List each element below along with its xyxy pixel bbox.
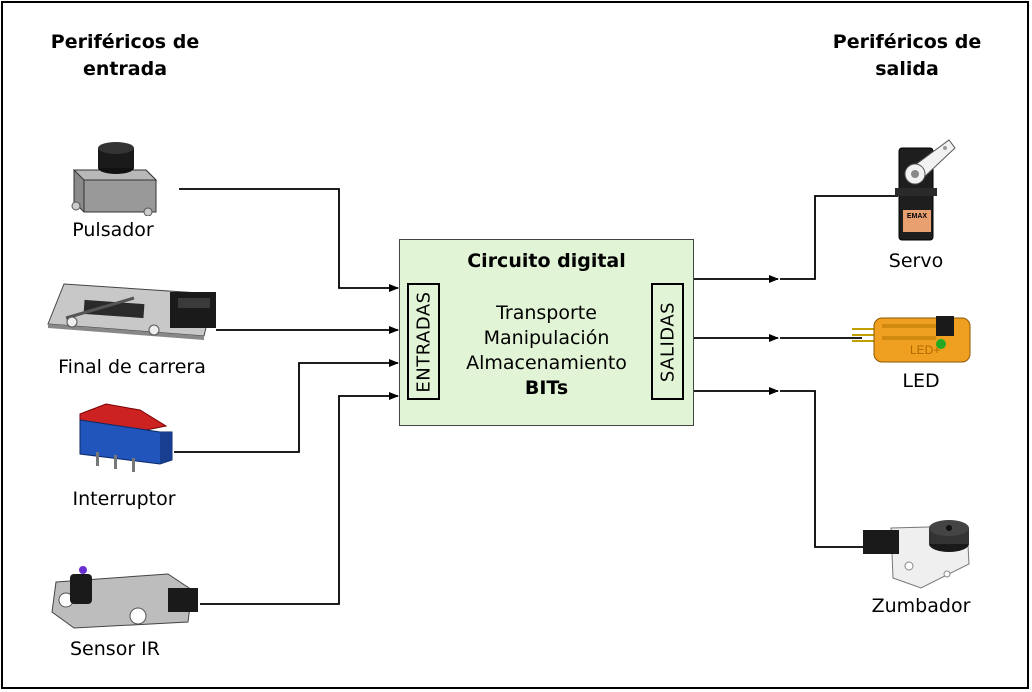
input-label-sensor-ir: Sensor IR	[70, 638, 160, 660]
buzzer-icon	[863, 520, 970, 589]
output-label-led: LED	[902, 370, 940, 392]
output-label-servo: Servo	[888, 250, 944, 272]
outputs-port-label: SALIDAS	[657, 301, 678, 382]
pushbutton-icon	[71, 142, 158, 216]
circuit-line-manipulacion: Manipulación	[483, 327, 610, 349]
servo-brand: EMAX	[907, 213, 928, 220]
circuit-line-almacenamiento: Almacenamiento	[466, 352, 627, 374]
outputs-heading: Periféricos de salida	[832, 31, 982, 80]
led-module-icon: LED+	[852, 316, 971, 363]
limit-switch-icon	[47, 283, 216, 340]
inputs-port-box: ENTRADAS	[407, 283, 440, 400]
ir-sensor-icon	[51, 566, 198, 629]
input-label-final-de-carrera: Final de carrera	[58, 356, 206, 378]
wire-interruptor	[174, 359, 399, 453]
wire-zumbador	[780, 390, 864, 548]
output-label-zumbador: Zumbador	[871, 595, 971, 617]
wire-pulsador	[179, 188, 399, 292]
digital-circuit-block: Circuito digital Transporte Manipulación…	[399, 239, 694, 426]
servo-icon: EMAX	[895, 139, 956, 241]
wire-sensor-ir	[200, 392, 399, 605]
circuit-title: Circuito digital	[467, 250, 626, 272]
circuit-line-transporte: Transporte	[496, 302, 597, 324]
input-label-pulsador: Pulsador	[72, 219, 154, 241]
circuit-bits: BITs	[524, 377, 569, 399]
toggle-switch-icon	[79, 403, 173, 472]
led-marking: LED+	[910, 343, 940, 357]
wire-servo	[780, 195, 898, 280]
input-label-interruptor: Interruptor	[72, 488, 176, 510]
outputs-port-box: SALIDAS	[651, 283, 684, 400]
inputs-port-label: ENTRADAS	[413, 290, 434, 393]
inputs-heading: Periféricos de entrada	[50, 31, 200, 80]
